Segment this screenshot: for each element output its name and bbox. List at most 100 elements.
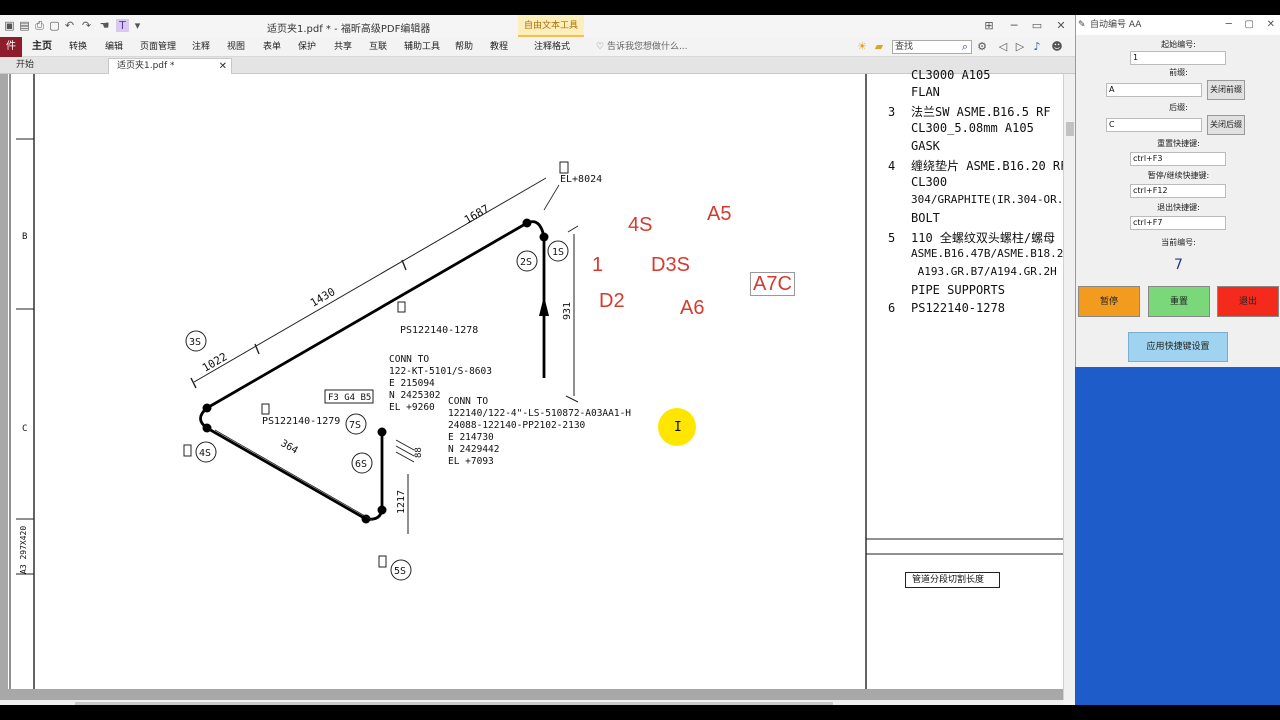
- annotation-a6[interactable]: A6: [680, 297, 705, 319]
- tab-document-label: 适页夹1.pdf *: [117, 61, 175, 71]
- menu-comment[interactable]: 注释: [192, 42, 211, 52]
- open-icon[interactable]: ▤: [19, 19, 30, 32]
- forward-icon[interactable]: ▷: [1015, 40, 1025, 53]
- search-input[interactable]: 查找: [892, 40, 972, 54]
- tool-window-controls[interactable]: ─ ▢ ✕: [1225, 19, 1275, 30]
- settings-icon[interactable]: ⚙: [977, 40, 987, 53]
- reset-button[interactable]: 重置: [1148, 286, 1210, 317]
- bom-line: PIPE SUPPORTS: [911, 283, 1005, 297]
- annotation-a7c[interactable]: A7C: [750, 272, 795, 296]
- annotation-1[interactable]: 1: [592, 254, 604, 276]
- tab-document[interactable]: 适页夹1.pdf * ✕: [108, 58, 232, 74]
- hand-tool-icon[interactable]: ☚: [99, 19, 110, 32]
- annotation-d3s[interactable]: D3S: [651, 254, 690, 276]
- menu-view[interactable]: 视图: [227, 42, 246, 52]
- menu-comment-format[interactable]: 注释格式: [534, 42, 571, 52]
- dim-1022: 1022: [200, 350, 229, 375]
- menu-protect[interactable]: 保护: [298, 42, 317, 52]
- menu-file[interactable]: 件: [0, 37, 22, 57]
- pause-button[interactable]: 暂停: [1078, 286, 1140, 317]
- tell-me-box[interactable]: ♡ 告诉我您想做什么...: [596, 42, 688, 52]
- tab-start[interactable]: 开始: [16, 60, 35, 70]
- new-icon[interactable]: ▢: [49, 19, 60, 32]
- menu-share[interactable]: 共享: [334, 42, 353, 52]
- connection-note-2: CONN TO 122140/122-4"-LS-510872-A03AA1-H…: [448, 396, 631, 467]
- menu-convert[interactable]: 转换: [69, 42, 88, 52]
- annotation-d2[interactable]: D2: [599, 290, 625, 312]
- menu-page-manage[interactable]: 页面管理: [140, 42, 177, 52]
- elevation-top: EL+8024: [560, 174, 602, 185]
- connection-note-1: CONN TO 122-KT-5101/S-8603 E 215094 N 24…: [389, 354, 492, 413]
- close-prefix-button[interactable]: 关闭前缀: [1207, 80, 1245, 100]
- menu-home[interactable]: 主页: [32, 41, 52, 52]
- start-number-input[interactable]: 1: [1130, 51, 1226, 65]
- bell-icon[interactable]: ♪: [1033, 40, 1041, 53]
- prefix-label: 前缀:: [1169, 68, 1188, 77]
- pipe-lower-run: [206, 426, 367, 521]
- bom-line: BOLT: [911, 211, 940, 225]
- tab-close-icon[interactable]: ✕: [218, 61, 227, 72]
- suffix-input[interactable]: C: [1106, 118, 1202, 132]
- menu-connect[interactable]: 互联: [369, 42, 388, 52]
- feather-icon: ✎: [1078, 20, 1086, 30]
- frame-label-b: B: [22, 232, 27, 242]
- dim-1430: 1430: [308, 285, 337, 310]
- menu-help[interactable]: 帮助: [455, 42, 474, 52]
- menu-form[interactable]: 表单: [263, 42, 282, 52]
- bom-line: A193.GR.B7/A194.GR.2H: [911, 265, 1057, 278]
- annotation-4s[interactable]: 4S: [628, 214, 653, 236]
- layout-icon[interactable]: ⊞: [984, 19, 994, 32]
- pause-hotkey-input[interactable]: ctrl+F12: [1130, 184, 1226, 198]
- ribbon-menu: 件 主页 转换 编辑 页面管理 注释 视图 表单 保护 共享 互联 辅助工具 帮…: [0, 37, 1075, 57]
- svg-text:2S: 2S: [520, 257, 532, 268]
- close-suffix-button[interactable]: 关闭后缀: [1207, 115, 1245, 135]
- pdf-page[interactable]: B C A3 297X420: [8, 68, 1075, 689]
- search-icon[interactable]: ⌕: [961, 40, 969, 53]
- print-icon[interactable]: ⎙: [35, 19, 44, 32]
- svg-text:5S: 5S: [394, 566, 406, 577]
- suffix-label: 后缀:: [1169, 103, 1188, 112]
- svg-text:CONN TO: CONN TO: [389, 354, 429, 365]
- exit-button[interactable]: 退出: [1217, 286, 1279, 317]
- skin-icon[interactable]: ☀: [857, 40, 867, 53]
- customize-icon[interactable]: ▾: [134, 19, 141, 32]
- vertical-scrollbar[interactable]: [1063, 74, 1075, 700]
- reset-hotkey-input[interactable]: ctrl+F3: [1130, 152, 1226, 166]
- document-canvas[interactable]: B C A3 297X420: [0, 68, 1075, 705]
- svg-text:6S: 6S: [355, 459, 367, 470]
- restore-icon[interactable]: ▭: [1031, 19, 1043, 32]
- annotation-a5[interactable]: A5: [707, 203, 732, 225]
- close-icon[interactable]: ✕: [1056, 19, 1066, 32]
- svg-text:24088-122140-PP2102-2130: 24088-122140-PP2102-2130: [448, 420, 586, 431]
- text-tool-icon[interactable]: T: [116, 19, 129, 32]
- redo-icon[interactable]: ↷: [81, 19, 92, 32]
- context-tab-free-text[interactable]: 自由文本工具: [518, 15, 584, 37]
- menu-accessibility[interactable]: 辅助工具: [404, 42, 441, 52]
- dim-1687: 1687: [462, 202, 491, 227]
- horizontal-scrollbar[interactable]: [0, 700, 1063, 705]
- ps-label-upper: PS122140-1278: [400, 325, 478, 336]
- horizontal-scroll-thumb[interactable]: [75, 702, 833, 705]
- vertical-scroll-thumb[interactable]: [1066, 122, 1074, 136]
- menu-edit[interactable]: 编辑: [105, 42, 124, 52]
- svg-text:EL +9260: EL +9260: [389, 402, 435, 413]
- prefix-input[interactable]: A: [1106, 83, 1202, 97]
- pipe-upper-run: [206, 221, 528, 410]
- pause-hotkey-label: 暂停/继续快捷键:: [1147, 171, 1210, 180]
- svg-text:EL +7093: EL +7093: [448, 456, 494, 467]
- menu-tutorial[interactable]: 教程: [490, 42, 509, 52]
- undo-icon[interactable]: ↶: [64, 19, 75, 32]
- user-icon[interactable]: ☻: [1051, 40, 1063, 53]
- exit-hotkey-input[interactable]: ctrl+F7: [1130, 216, 1226, 230]
- title-bar: ▣ ▤ ⎙ ▢ ↶ ↷ ☚ T ▾ 适页夹1.pdf * - 福昕高级PDF编辑…: [0, 15, 1075, 37]
- dim-1217: 1217: [396, 490, 407, 514]
- folder-icon[interactable]: ▰: [874, 40, 884, 53]
- apply-hotkeys-button[interactable]: 应用快捷键设置: [1128, 332, 1228, 362]
- text-cursor-icon: I: [674, 420, 682, 435]
- cursor-highlight: [658, 408, 696, 446]
- minimize-icon[interactable]: ─: [1010, 19, 1018, 32]
- weld-balloon-5s: 5S: [390, 559, 412, 581]
- back-icon[interactable]: ◁: [998, 40, 1008, 53]
